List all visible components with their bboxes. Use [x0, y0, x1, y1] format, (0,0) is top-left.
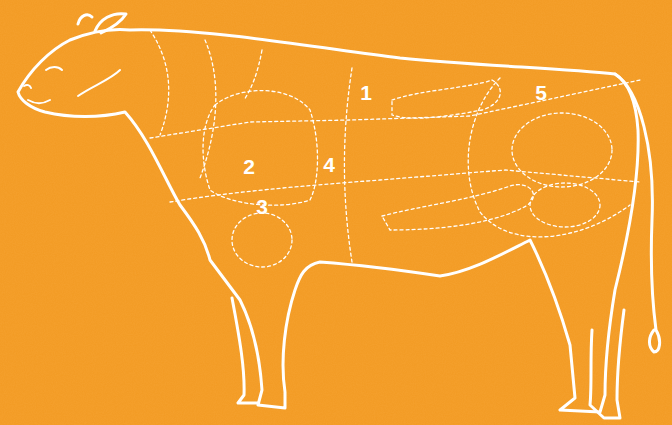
cow-nostril: [24, 85, 31, 88]
cut-line: [530, 183, 600, 227]
cow-face: [24, 67, 120, 103]
cow-mouth: [28, 100, 50, 103]
cut-line: [200, 40, 216, 178]
cut-line: [244, 50, 262, 100]
cut-lines: [150, 30, 640, 267]
cut-line: [344, 68, 352, 262]
cow-outline: [18, 14, 660, 418]
cow-tail: [615, 74, 660, 352]
cow-far-hind-leg: [590, 310, 624, 418]
callout-number: 5: [535, 82, 547, 103]
cow-cheek: [78, 70, 120, 96]
cut-line: [468, 78, 630, 237]
cow-body: [18, 29, 638, 412]
cut-line: [232, 213, 292, 267]
cow-ear: [95, 14, 126, 33]
cut-line: [512, 113, 612, 187]
cow-eye: [46, 67, 62, 70]
callout-number: 1: [360, 82, 372, 103]
cow-horn: [78, 15, 92, 24]
callout-number: 4: [323, 154, 335, 175]
callout-number: 3: [256, 196, 268, 217]
cut-line: [150, 80, 640, 138]
cut-line: [150, 30, 169, 135]
cut-line: [203, 91, 317, 206]
cut-line: [382, 185, 533, 230]
callout-number: 2: [243, 156, 255, 177]
cow-far-front-leg: [232, 298, 258, 403]
